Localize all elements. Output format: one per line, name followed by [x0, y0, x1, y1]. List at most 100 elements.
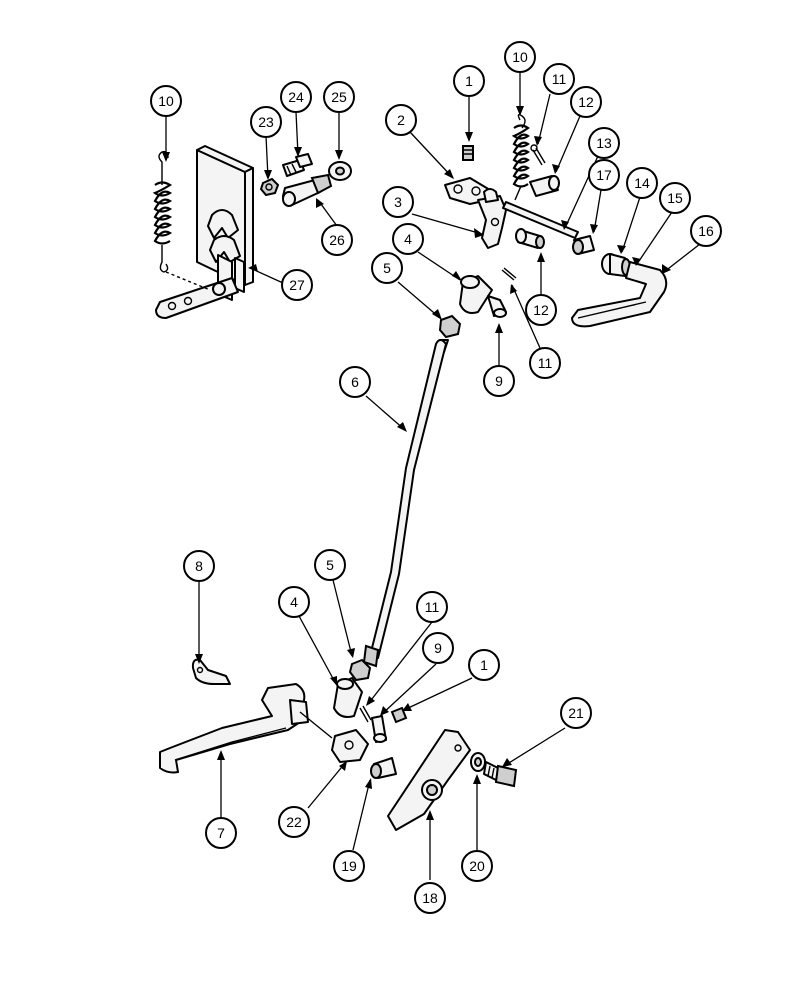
callout-label: 11	[538, 355, 553, 371]
callout-24: 24	[280, 81, 312, 113]
callout-16: 16	[690, 215, 722, 247]
bolt-21	[483, 761, 518, 788]
callout-label: 11	[552, 71, 567, 87]
callout-12-bottom: 12	[525, 294, 557, 326]
latch-body-assembly	[155, 145, 254, 319]
callout-label: 19	[341, 858, 357, 874]
callout-label: 20	[469, 858, 485, 874]
callout-5-top: 5	[371, 252, 403, 284]
connecting-rod-6	[362, 339, 449, 668]
callout-1-bottom: 1	[468, 649, 500, 681]
callout-7: 7	[205, 817, 237, 849]
callout-27: 27	[281, 269, 313, 301]
callout-label: 7	[217, 825, 225, 841]
callout-13: 13	[588, 127, 620, 159]
stud-26	[282, 173, 333, 207]
callout-4-top: 4	[392, 223, 424, 255]
cotter-pin-11-top	[530, 144, 546, 166]
callout-label: 2	[397, 112, 405, 128]
pin-12-top	[529, 175, 560, 197]
spring-upper-left	[152, 150, 211, 291]
washer-25	[328, 161, 352, 181]
bracket-assembly-2-3	[444, 177, 507, 249]
callout-10-upper-left: 10	[150, 85, 182, 117]
callout-5-bottom: 5	[314, 549, 346, 581]
callout-20: 20	[461, 850, 493, 882]
callout-label: 22	[286, 814, 302, 830]
callout-label: 21	[568, 705, 584, 721]
callout-25: 25	[323, 81, 355, 113]
callout-14: 14	[626, 167, 658, 199]
callout-10-top-right: 10	[504, 41, 536, 73]
callout-11-middle: 11	[529, 347, 561, 379]
callout-label: 3	[394, 194, 402, 210]
bushing-17	[572, 235, 595, 255]
nut-23	[259, 177, 280, 197]
bushing-14-15	[601, 253, 631, 277]
callout-6: 6	[339, 366, 371, 398]
callout-21: 21	[560, 697, 592, 729]
pin-9-bottom	[371, 715, 387, 743]
callout-3: 3	[382, 186, 414, 218]
callout-label: 17	[596, 167, 612, 183]
clevis-4-top	[459, 275, 493, 314]
callout-9-top: 9	[483, 365, 515, 397]
callout-label: 23	[258, 114, 274, 130]
callout-4-bottom: 4	[278, 586, 310, 618]
callout-label: 25	[331, 89, 347, 105]
pin-12-bottom	[515, 228, 545, 249]
nut-5-bottom	[348, 658, 372, 682]
callout-label: 8	[195, 558, 203, 574]
callout-12-top: 12	[570, 86, 602, 118]
callout-label: 16	[698, 223, 714, 239]
callout-label: 10	[158, 93, 174, 109]
callout-label: 1	[465, 73, 473, 89]
callout-label: 10	[512, 49, 528, 65]
callout-1-top: 1	[453, 65, 485, 97]
nut-5-top	[438, 314, 462, 339]
callout-label: 26	[329, 232, 345, 248]
callout-15: 15	[659, 182, 691, 214]
inner-handle-7	[159, 683, 333, 774]
callout-23: 23	[250, 106, 282, 138]
clip-11-top	[501, 267, 517, 281]
cotter-pin-11-bottom	[359, 705, 372, 723]
outer-handle-16	[571, 261, 668, 328]
callout-label: 9	[434, 640, 442, 656]
callout-label: 12	[578, 94, 594, 110]
key-8	[191, 658, 231, 685]
screw-24	[282, 153, 313, 177]
callout-22: 22	[278, 806, 310, 838]
callout-8: 8	[183, 550, 215, 582]
callout-label: 24	[288, 89, 304, 105]
spring-10-top-right	[511, 113, 530, 201]
clevis-4-bottom	[333, 677, 363, 718]
callout-label: 5	[383, 260, 391, 276]
set-screw-1-bottom	[390, 706, 408, 724]
callout-label: 9	[495, 373, 503, 389]
callout-label: 18	[422, 890, 438, 906]
pin-9-top	[487, 295, 507, 318]
set-screw-1-top	[462, 145, 474, 161]
lever-22	[331, 729, 369, 763]
leader-lines	[162, 72, 701, 880]
callout-2: 2	[385, 104, 417, 136]
callout-26: 26	[321, 224, 353, 256]
rod-13	[502, 201, 579, 239]
callout-11-top: 11	[543, 63, 575, 95]
callout-label: 12	[533, 302, 549, 318]
callout-label: 4	[290, 594, 298, 610]
callout-9-bottom: 9	[422, 632, 454, 664]
callout-label: 15	[667, 190, 683, 206]
callout-label: 1	[480, 657, 488, 673]
callout-19: 19	[333, 850, 365, 882]
callout-label: 14	[634, 175, 650, 191]
callout-17: 17	[588, 159, 620, 191]
callout-11-bottom: 11	[416, 591, 448, 623]
bushing-19	[370, 757, 397, 779]
callout-label: 6	[351, 374, 359, 390]
callout-18: 18	[414, 882, 446, 914]
mounting-plate-18	[387, 729, 471, 831]
callout-label: 5	[326, 557, 334, 573]
